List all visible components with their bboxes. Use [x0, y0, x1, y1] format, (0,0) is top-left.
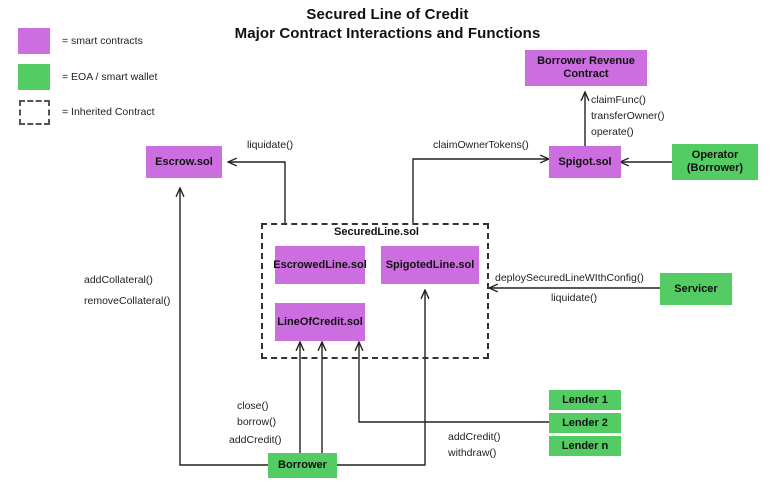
- node-servicer-label: Servicer: [674, 282, 718, 295]
- node-lender-2[interactable]: Lender 2: [549, 413, 621, 433]
- node-escrowed-line-sol[interactable]: EscrowedLine.sol: [273, 246, 367, 284]
- node-lender-1[interactable]: Lender 1: [549, 390, 621, 410]
- legend-label-smart-contracts: = smart contracts: [62, 35, 143, 47]
- node-escrow-sol-label: Escrow.sol: [155, 155, 213, 168]
- node-escrow-sol[interactable]: Escrow.sol: [146, 146, 222, 178]
- edge-label-claim-owner-tokens: claimOwnerTokens(): [433, 139, 529, 151]
- edge-label-lender-add-credit: addCredit(): [448, 431, 501, 443]
- edge-label-deploy-secured-line: deploySecuredLineWIthConfig(): [495, 272, 644, 284]
- node-lender-n-label: Lender n: [561, 439, 609, 452]
- edge-label-claim-func: claimFunc(): [591, 94, 646, 106]
- edge-label-liquidate-servicer: liquidate(): [551, 292, 598, 304]
- node-borrower[interactable]: Borrower: [268, 453, 337, 478]
- edge-label-remove-collateral: removeCollateral(): [84, 295, 171, 307]
- node-lender-n[interactable]: Lender n: [549, 436, 621, 456]
- node-spigot-sol[interactable]: Spigot.sol: [549, 146, 621, 178]
- node-spigot-sol-label: Spigot.sol: [558, 155, 612, 168]
- edge-label-borrow: borrow(): [237, 416, 277, 428]
- group-secured-line-sol: [261, 223, 489, 359]
- node-spigoted-line-sol[interactable]: SpigotedLine.sol: [381, 246, 479, 284]
- legend-swatch-inherited-contract: [19, 100, 50, 125]
- node-borrower-revenue-contract[interactable]: Borrower Revenue Contract: [525, 50, 647, 86]
- node-borrower-revenue-contract-line-1: Borrower Revenue: [537, 55, 635, 67]
- node-operator-line-1: Operator: [691, 149, 739, 161]
- node-lender-1-label: Lender 1: [562, 393, 608, 406]
- title-line-1: Secured Line of Credit: [306, 6, 469, 23]
- node-servicer[interactable]: Servicer: [660, 273, 732, 305]
- legend-swatch-eoa-wallet: [18, 64, 50, 90]
- legend-swatch-smart-contracts: [18, 28, 50, 54]
- edge-escrowedline-to-escrow: [228, 162, 286, 223]
- edge-label-lender-withdraw: withdraw(): [448, 447, 497, 459]
- edge-label-add-collateral: addCollateral(): [84, 274, 153, 286]
- node-line-of-credit-sol-label: LineOfCredit.sol: [277, 315, 363, 328]
- legend-label-eoa-wallet: = EOA / smart wallet: [62, 71, 158, 83]
- edge-label-operate: operate(): [591, 126, 634, 138]
- edge-spigotedline-to-spigot: [412, 159, 549, 223]
- legend-label-inherited-contract: = Inherited Contract: [62, 106, 155, 118]
- node-borrower-revenue-contract-line-2: Contract: [563, 68, 609, 80]
- title-line-2: Major Contract Interactions and Function…: [234, 25, 541, 42]
- node-spigoted-line-sol-label: SpigotedLine.sol: [385, 258, 475, 271]
- edge-label-transfer-owner: transferOwner(): [591, 110, 665, 122]
- node-lender-2-label: Lender 2: [562, 416, 608, 429]
- edge-label-close: close(): [237, 400, 269, 412]
- node-operator-line-2: (Borrower): [686, 162, 744, 174]
- edge-label-liquidate-escrow: liquidate(): [247, 139, 294, 151]
- page-title: Secured Line of Credit Major Contract In…: [0, 5, 775, 43]
- edge-label-borrower-add-credit: addCredit(): [229, 434, 282, 446]
- group-secured-line-sol-title: SecuredLine.sol: [330, 226, 423, 238]
- node-borrower-label: Borrower: [278, 459, 327, 471]
- node-line-of-credit-sol[interactable]: LineOfCredit.sol: [275, 303, 365, 341]
- node-operator-borrower[interactable]: Operator (Borrower): [672, 144, 758, 180]
- node-escrowed-line-sol-label: EscrowedLine.sol: [273, 258, 367, 271]
